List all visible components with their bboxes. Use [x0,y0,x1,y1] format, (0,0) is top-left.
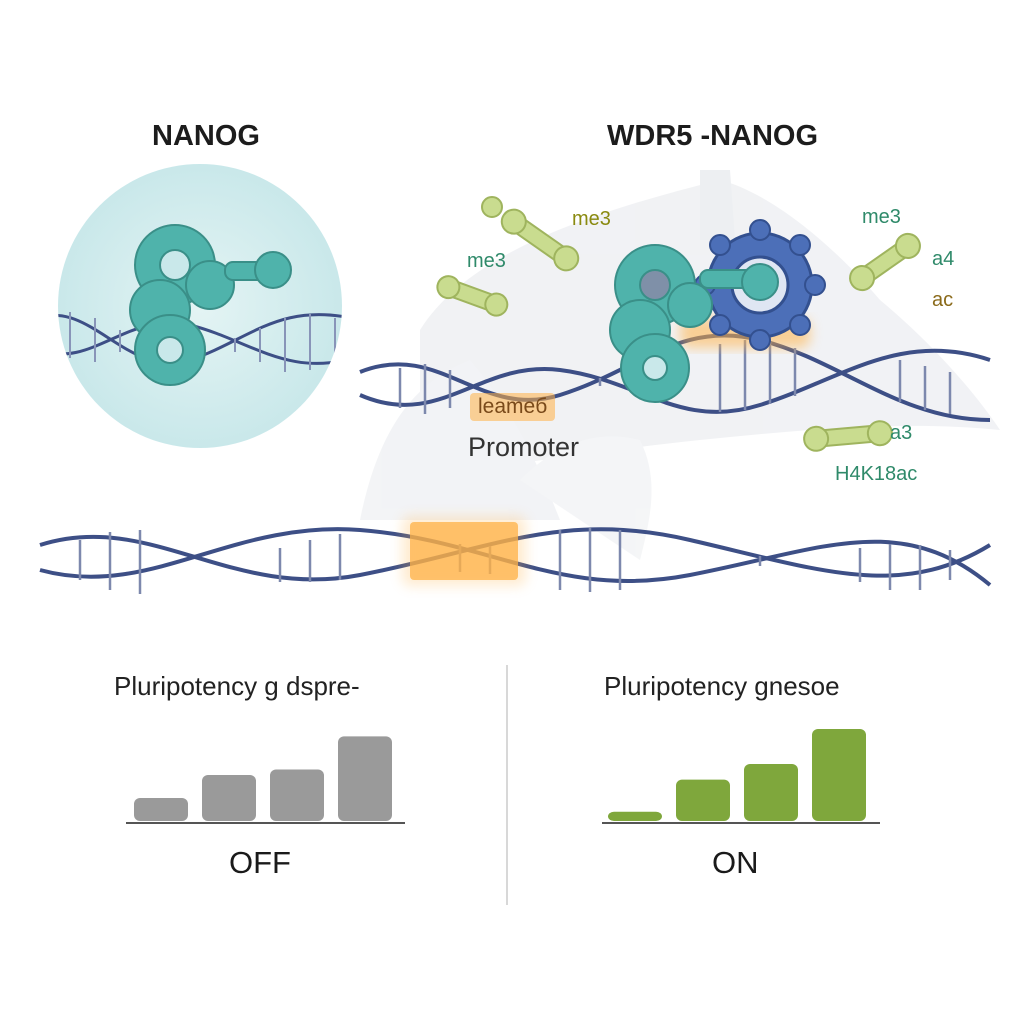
off-bar-2 [202,775,256,821]
off-bar-1 [134,798,188,821]
off-expression-bars [134,736,392,821]
off-bar-4 [338,736,392,821]
nanog-protein-icon [129,224,292,386]
wdr5-nanog-title: WDR5 -NANOG [607,120,819,152]
on-bar-1 [608,811,662,821]
histone-tail-icon [436,196,921,452]
off-panel-title: Pluripotency g dspre- [114,671,360,701]
mark-me3-right: me3 [862,206,901,228]
mark-h4k18ac: H4K18ac [835,463,918,485]
nanog-title: NANOG [152,120,260,152]
off-bar-3 [270,769,324,821]
mark-a3: a3 [890,422,913,444]
on-panel-title: Pluripotency gnesoe [604,671,840,701]
promoter-highlight-label: leameб [470,393,556,421]
on-bar-2 [676,779,730,821]
mark-a4: a4 [932,248,955,270]
on-bar-3 [744,763,798,821]
nanog-bound-protein-icon [609,244,779,403]
on-expression-bars [608,729,866,821]
promoter-label: Promoter [468,432,580,462]
mark-me3-top: me3 [572,208,611,230]
off-state-label: OFF [229,845,291,880]
mark-me3-left: me3 [467,250,506,272]
mark-ac: ac [932,289,954,311]
on-state-label: ON [712,845,759,880]
nanog-cell-circle [58,164,342,448]
on-bar-4 [812,729,866,821]
